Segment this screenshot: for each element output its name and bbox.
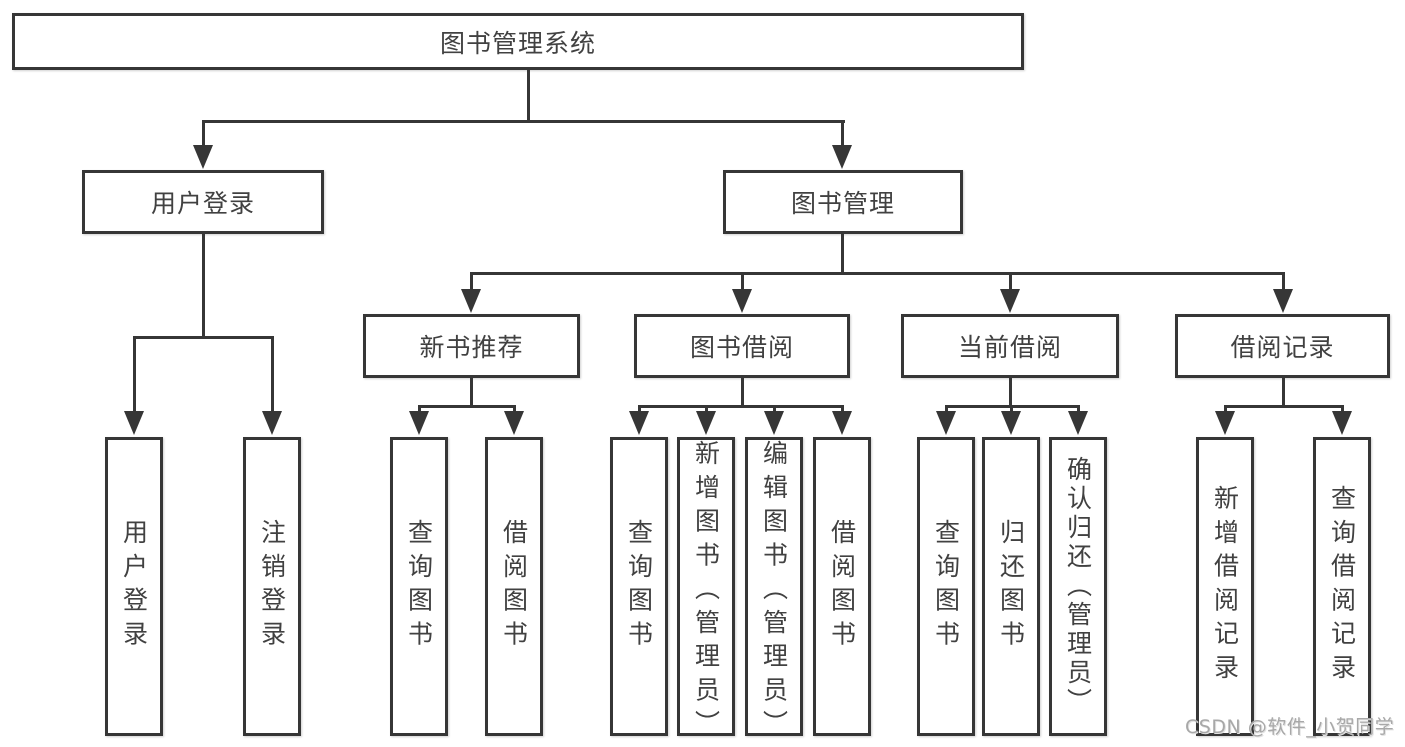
connector-line — [133, 336, 274, 339]
connector-line — [841, 405, 844, 415]
connector-line — [638, 405, 844, 408]
connector-line — [638, 405, 641, 415]
node-label: 查询图书 — [931, 519, 961, 654]
node-label: 借阅图书 — [499, 519, 529, 654]
arrow-down — [1001, 411, 1021, 435]
connector-line — [202, 120, 205, 147]
arrow-down — [696, 411, 716, 435]
connector-line — [271, 336, 274, 413]
node-label: 当前借阅 — [957, 333, 1062, 362]
connector-line — [202, 234, 205, 338]
connector-line — [1282, 378, 1285, 407]
arrow-down — [1068, 411, 1088, 435]
node-label: 借阅记录 — [1230, 333, 1335, 362]
connector-line — [1282, 272, 1285, 292]
connector-line — [841, 234, 844, 274]
connector-line — [470, 272, 473, 292]
node-label: 查询借阅记录 — [1327, 485, 1357, 688]
arrow-down — [1215, 411, 1235, 435]
leaf-query-books-current: 查询图书 — [917, 437, 975, 736]
connector-line — [418, 405, 421, 415]
arrow-down — [262, 411, 282, 435]
connector-line — [705, 405, 708, 415]
node-book-management: 图书管理 — [723, 170, 963, 234]
connector-line — [741, 378, 744, 407]
arrow-down — [1273, 289, 1293, 313]
connector-line — [470, 272, 1285, 275]
leaf-logout: 注销登录 — [243, 437, 301, 736]
csdn-watermark: CSDN @软件_小贺同学 — [1185, 716, 1395, 738]
node-label: 用户登录 — [150, 189, 255, 218]
connector-line — [741, 272, 744, 292]
node-book-borrowing: 图书借阅 — [634, 314, 850, 378]
leaf-add-borrow-record: 新增借阅记录 — [1196, 437, 1254, 736]
leaf-query-books-recommend: 查询图书 — [390, 437, 448, 736]
connector-line — [945, 405, 948, 415]
node-label: 编辑图书（管理员） — [759, 440, 789, 744]
connector-line — [1010, 405, 1013, 415]
node-label: 图书借阅 — [689, 333, 794, 362]
arrow-down — [504, 411, 524, 435]
leaf-borrow-books-borrowing: 借阅图书 — [813, 437, 871, 736]
arrow-down — [936, 411, 956, 435]
node-borrowing-records: 借阅记录 — [1175, 314, 1390, 378]
node-current-borrowing: 当前借阅 — [901, 314, 1119, 378]
node-label: 查询图书 — [404, 519, 434, 654]
node-label: 图书管理 — [790, 189, 895, 218]
node-label: 用户登录 — [119, 519, 149, 654]
arrow-down — [461, 289, 481, 313]
arrow-down — [832, 411, 852, 435]
leaf-edit-book-admin: 编辑图书（管理员） — [745, 437, 803, 744]
connector-line — [133, 336, 136, 413]
arrow-down — [1000, 289, 1020, 313]
connector-line — [1009, 272, 1012, 292]
node-label: 图书管理系统 — [439, 28, 596, 58]
connector-line — [773, 405, 776, 415]
leaf-confirm-return-admin: 确认归还（管理员） — [1049, 437, 1107, 736]
arrow-down — [193, 145, 213, 169]
node-user-login: 用户登录 — [82, 170, 324, 234]
node-label: 借阅图书 — [827, 519, 857, 654]
node-label: 归还图书 — [996, 519, 1026, 654]
node-label: 注销登录 — [257, 519, 287, 654]
node-library-system: 图书管理系统 — [12, 13, 1024, 70]
connector-line — [1224, 405, 1344, 408]
node-label: 确认归还（管理员） — [1063, 456, 1093, 717]
connector-line — [418, 405, 516, 408]
connector-line — [1341, 405, 1344, 415]
node-label: 查询图书 — [624, 519, 654, 654]
arrow-down — [732, 289, 752, 313]
arrow-down — [1332, 411, 1352, 435]
node-label: 新增图书（管理员） — [691, 440, 721, 744]
node-new-book-recommendation: 新书推荐 — [363, 314, 580, 378]
arrow-down — [832, 145, 852, 169]
arrow-down — [409, 411, 429, 435]
arrow-down — [764, 411, 784, 435]
arrow-down — [629, 411, 649, 435]
connector-line — [513, 405, 516, 415]
connector-line — [1224, 405, 1227, 415]
leaf-add-book-admin: 新增图书（管理员） — [677, 437, 735, 744]
connector-line — [527, 70, 530, 122]
leaf-return-book: 归还图书 — [982, 437, 1040, 736]
arrow-down — [124, 411, 144, 435]
connector-line — [202, 120, 845, 123]
connector-line — [470, 378, 473, 407]
node-label: 新书推荐 — [419, 333, 524, 362]
leaf-query-books-borrowing: 查询图书 — [610, 437, 668, 736]
leaf-user-login: 用户登录 — [105, 437, 163, 736]
connector-line — [1077, 405, 1080, 415]
node-label: 新增借阅记录 — [1210, 485, 1240, 688]
leaf-query-borrow-record: 查询借阅记录 — [1313, 437, 1371, 736]
connector-line — [841, 120, 844, 147]
leaf-borrow-books-recommend: 借阅图书 — [485, 437, 543, 736]
connector-line — [1009, 378, 1012, 407]
